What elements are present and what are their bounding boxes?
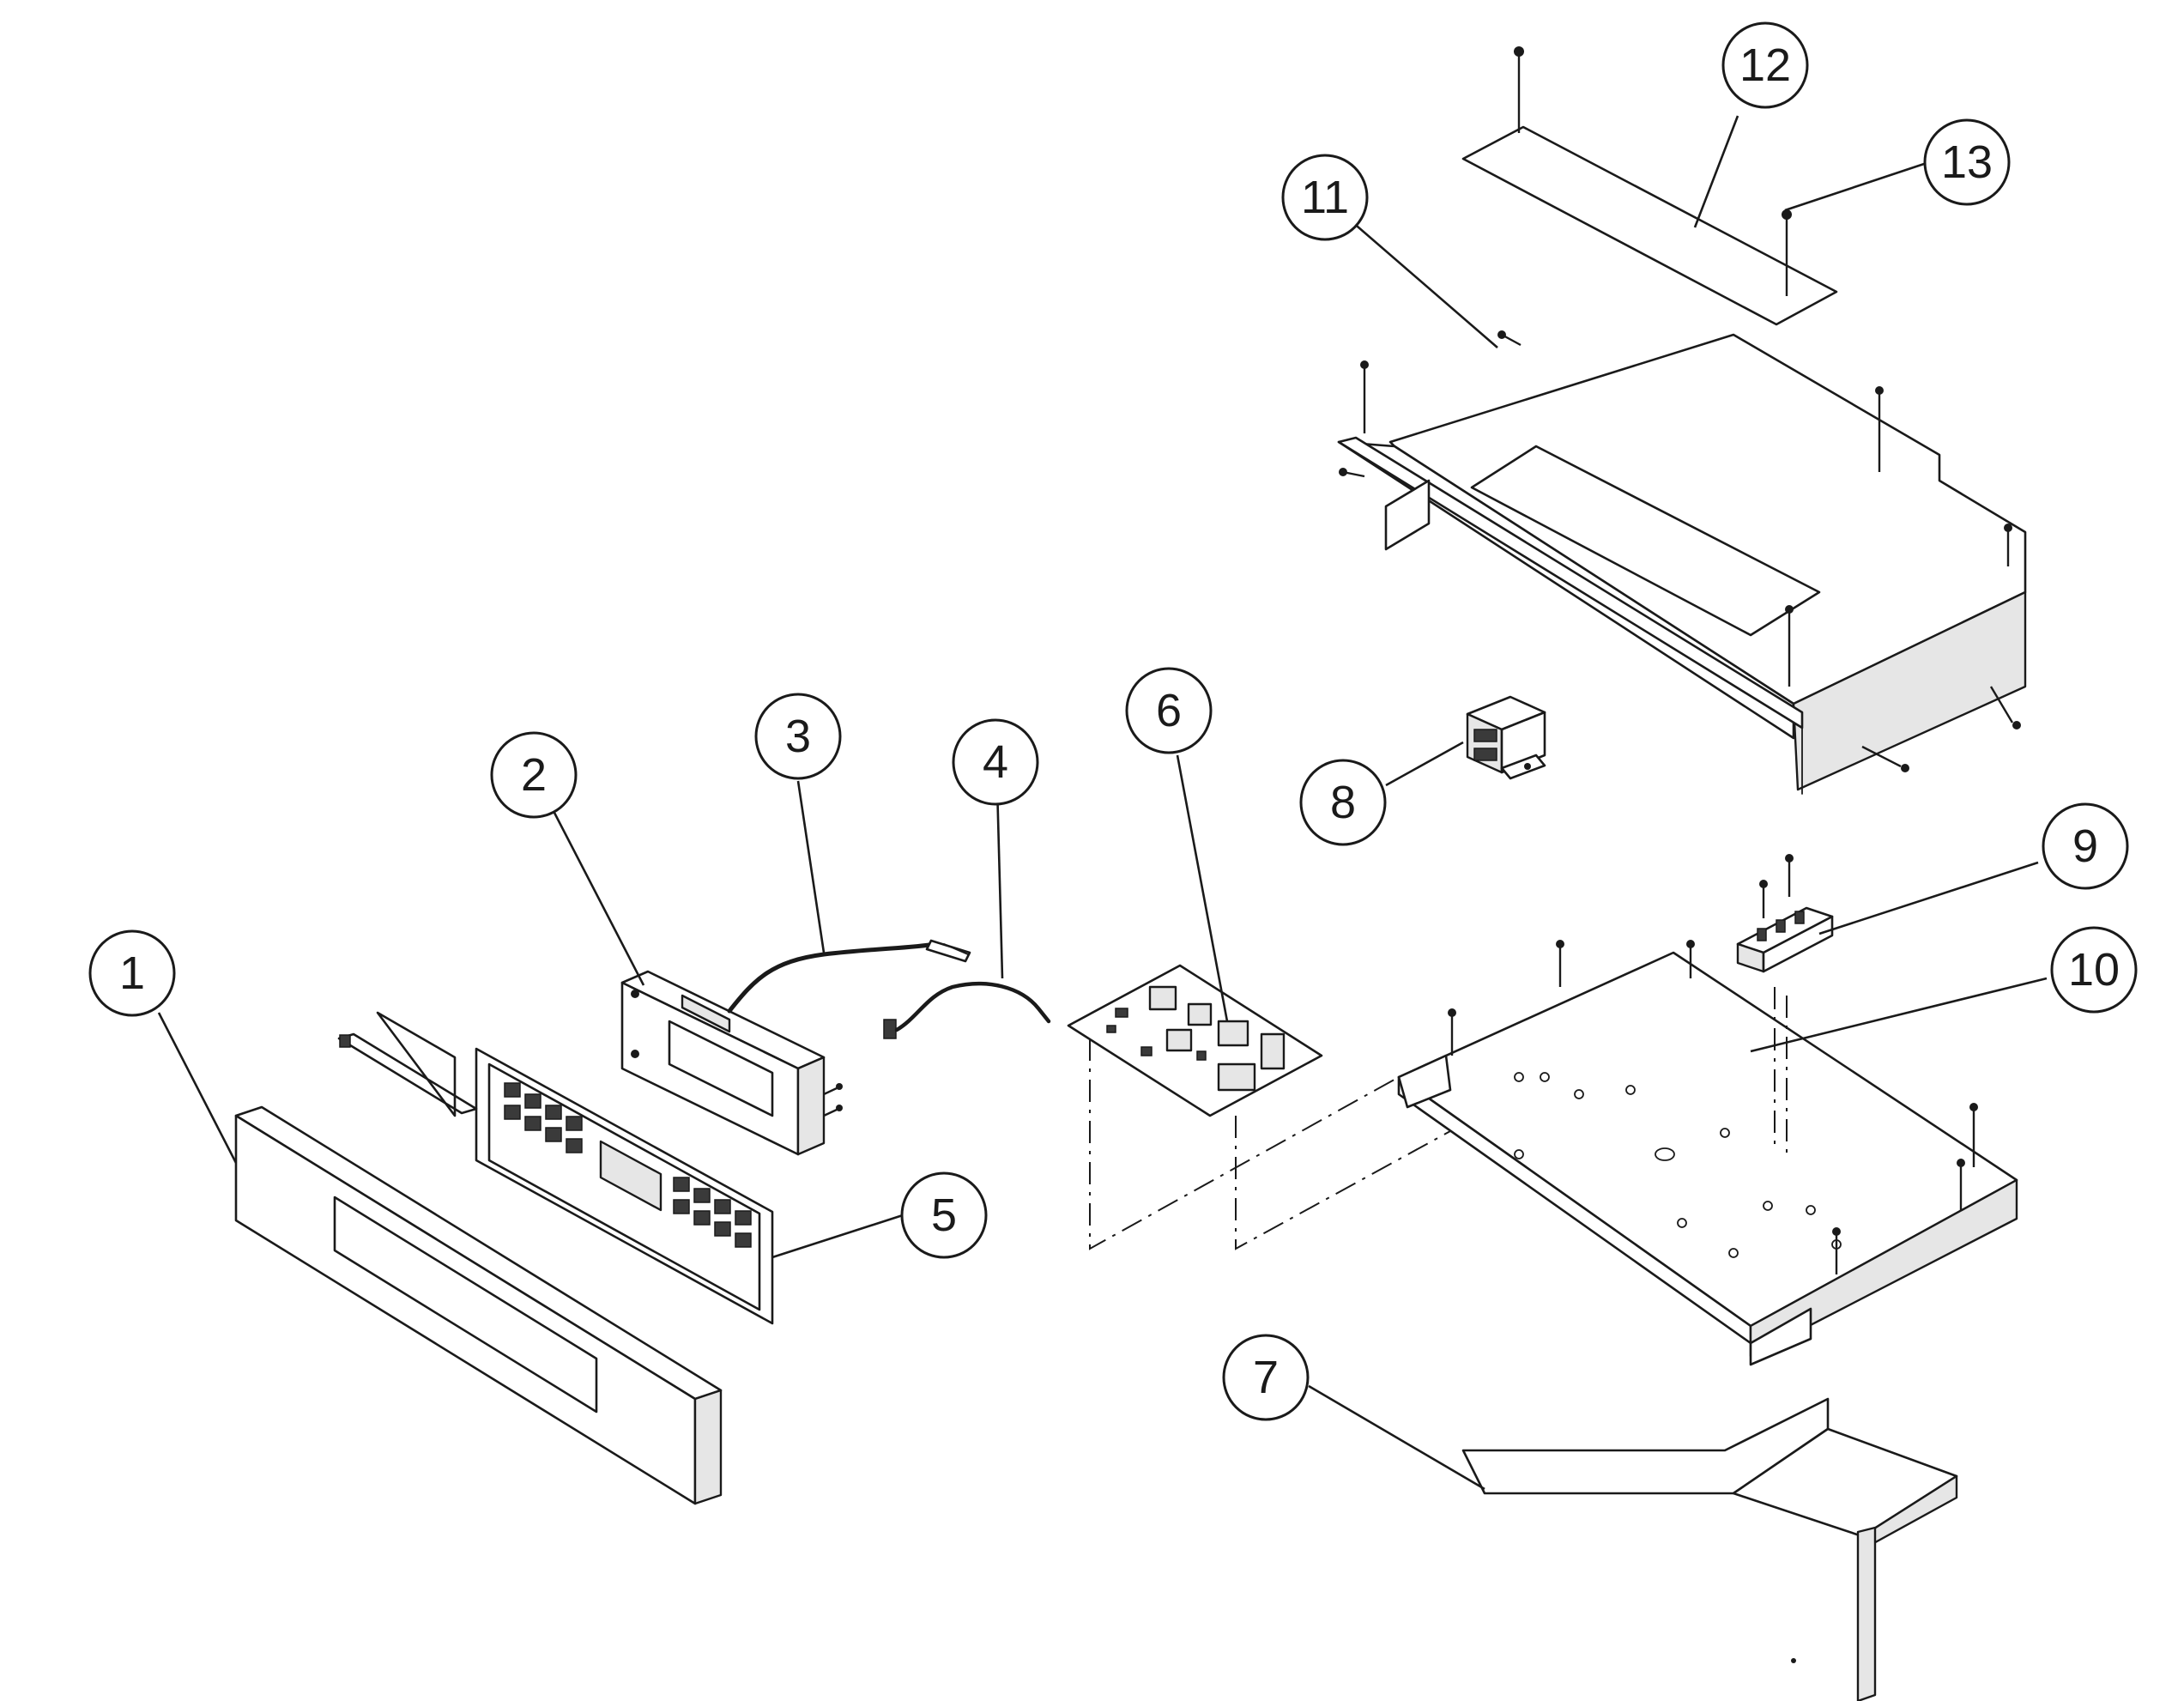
- part-8-transformer: [1466, 695, 1546, 780]
- callout-4-label: 4: [983, 736, 1008, 788]
- callout-1-label: 1: [119, 947, 145, 999]
- board-components: [1106, 985, 1286, 1092]
- callout-3: 3: [754, 693, 842, 780]
- callout-12-label: 12: [1739, 39, 1791, 91]
- callout-2-label: 2: [521, 749, 547, 801]
- part-12-top-plate: [1461, 125, 1838, 326]
- part-4-sensor-wire: [883, 981, 1051, 1039]
- part-10-base-pan: [1397, 951, 2018, 1366]
- callout-7-label: 7: [1253, 1352, 1279, 1403]
- callout-5-label: 5: [931, 1189, 957, 1241]
- callout-3-label: 3: [785, 711, 811, 762]
- callout-8-label: 8: [1330, 777, 1356, 828]
- keypad-buttons-right: [673, 1177, 752, 1248]
- callout-10-label: 10: [2068, 944, 2120, 996]
- callout-4: 4: [952, 718, 1039, 806]
- leader-lines: [157, 115, 2048, 1491]
- part-5-keypad-overlay: [337, 1011, 774, 1325]
- callout-6-label: 6: [1156, 685, 1182, 736]
- keypad-buttons-left: [504, 1082, 583, 1153]
- callout-12: 12: [1721, 21, 1809, 109]
- callout-5: 5: [900, 1171, 988, 1259]
- callout-6: 6: [1125, 667, 1213, 754]
- callout-11: 11: [1281, 154, 1369, 241]
- part-3-wire-harness: [727, 939, 971, 1014]
- callout-1: 1: [88, 929, 176, 1017]
- callout-2: 2: [490, 731, 578, 819]
- callout-8: 8: [1299, 759, 1387, 846]
- callout-10: 10: [2050, 926, 2138, 1014]
- callout-11-label: 11: [1301, 172, 1349, 223]
- callout-13-label: 13: [1941, 136, 1993, 188]
- screw-set-display: [823, 1083, 843, 1117]
- screw-set-base-pan: [1448, 854, 1978, 1274]
- callout-13: 13: [1923, 118, 2011, 206]
- callout-7: 7: [1222, 1334, 1310, 1421]
- part-9-terminal-block: [1736, 906, 1834, 973]
- part-2-display-module: [620, 970, 826, 1156]
- part-6-control-board: [1067, 964, 1451, 1250]
- part-1-control-panel-trim: [234, 1105, 723, 1505]
- screw-set-top-plate: [1514, 46, 1792, 296]
- part-7-lower-bracket: [1461, 1397, 1958, 1701]
- callout-9: 9: [2042, 802, 2129, 890]
- part-11-upper-cover: [1337, 333, 2027, 795]
- screw-set-upper-cover: [1339, 330, 2021, 772]
- callout-9-label: 9: [2072, 820, 2098, 872]
